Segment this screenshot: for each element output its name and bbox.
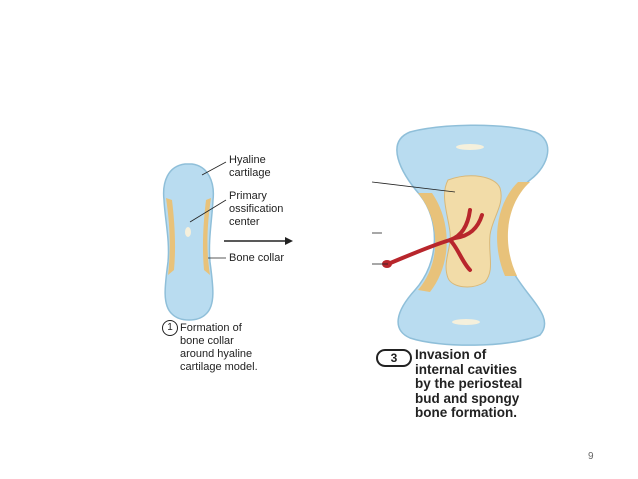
ossification-spot: [185, 227, 191, 237]
cartilage-model-left: [162, 163, 215, 321]
bone-collar-right-left: [418, 193, 447, 292]
step-1-number: 1: [162, 320, 178, 336]
step-3-caption: Invasion of internal cavities by the per…: [415, 347, 523, 420]
bone-collar-right-side: [202, 198, 211, 275]
step-3-number: 3: [376, 349, 412, 367]
bone-collar-left-side: [166, 198, 176, 275]
label-bone-collar: Bone collar: [229, 252, 285, 264]
periosteal-bud: [386, 208, 484, 272]
page-number: 9: [588, 451, 594, 462]
bone-collar-right-right: [497, 182, 530, 276]
step-1-caption: Formation of bone collar around hyaline …: [180, 322, 258, 373]
label-primary-ossification-center: Primary ossification center: [229, 190, 284, 228]
developing-bone-right: [382, 124, 549, 346]
progression-arrow: [224, 237, 293, 245]
label-hyaline-cartilage: Hyaline cartilage: [229, 154, 271, 179]
